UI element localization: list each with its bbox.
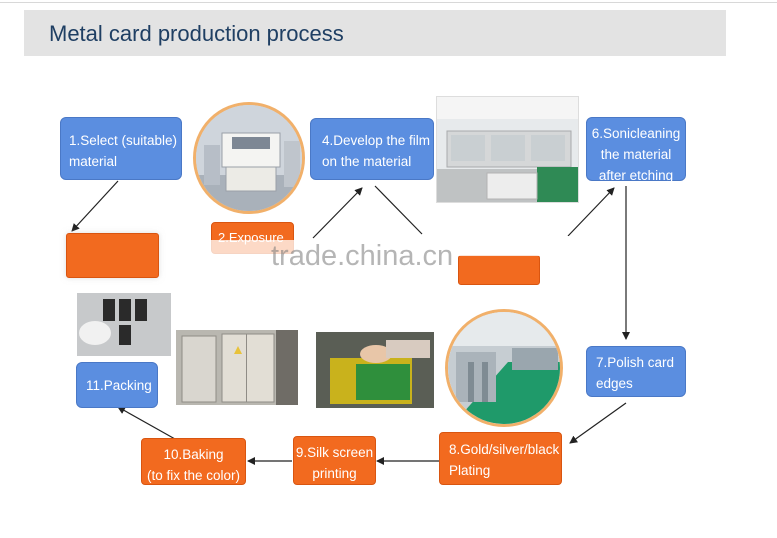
step-2-box <box>66 233 159 278</box>
step-7-polish-edges: 7.Polish card edges <box>586 346 686 397</box>
step-3-fade <box>205 240 305 258</box>
arrow-7-to-8 <box>569 402 627 444</box>
step-9-silk-screen: 9.Silk screen printing <box>293 436 376 485</box>
step-4-line-2: on the material <box>322 154 412 169</box>
step-11-packing: 11.Packing <box>76 362 158 408</box>
arrow-3-to-4 <box>312 187 363 239</box>
arrow-1-to-2 <box>71 180 119 232</box>
step-10-line-1: 10.Baking <box>163 447 224 462</box>
arrow-5-to-6 <box>567 187 615 237</box>
step-9-line-2: printing <box>312 466 357 481</box>
plating-line-photo <box>445 309 563 427</box>
step-4-develop-film: 4.Develop the film on the material <box>310 118 434 180</box>
step-7-line-1: 7.Polish card <box>596 355 675 370</box>
step-11-label: 11.Packing <box>86 378 152 393</box>
baking-oven-photo <box>176 330 298 405</box>
step-1-line-1: 1.Select (suitable) <box>69 133 178 148</box>
title-banner: Metal card production process <box>24 10 726 56</box>
step-1-line-2: material <box>69 154 118 169</box>
step-6-line-1: 6.Sonicleaning <box>591 126 681 141</box>
step-6-sonicleaning: 6.Sonicleaning the material after etchin… <box>586 117 686 183</box>
arrow-10-to-11 <box>117 406 176 440</box>
step-10-line-2: (to fix the color) <box>146 468 241 483</box>
step-7-line-2: edges <box>596 376 633 391</box>
top-divider <box>0 2 777 3</box>
step-8-line-2: Plating <box>449 463 491 478</box>
step-9-line-1: 9.Silk screen <box>295 445 374 460</box>
packing-photo <box>77 293 171 356</box>
step-10-baking: 10.Baking (to fix the color) <box>141 438 246 485</box>
arrow-4-to-5 <box>374 185 423 235</box>
step-1-select-material: 1.Select (suitable) material <box>60 117 182 180</box>
step-4-line-1: 4.Develop the film <box>322 133 431 148</box>
step-8-line-1: 8.Gold/silver/black <box>449 442 560 457</box>
step-6-line-3: after etching <box>598 168 674 183</box>
step-5-box <box>458 255 540 285</box>
etching-line-photo <box>436 96 579 203</box>
silk-screen-photo <box>316 332 434 408</box>
exposure-machine-photo <box>193 102 305 214</box>
step-8-plating: 8.Gold/silver/black Plating <box>439 432 562 485</box>
step-5-fade <box>422 236 572 256</box>
watermark: trade.china.cn <box>271 240 454 272</box>
step-6-line-2: the material <box>600 147 672 162</box>
page-title: Metal card production process <box>49 21 344 46</box>
